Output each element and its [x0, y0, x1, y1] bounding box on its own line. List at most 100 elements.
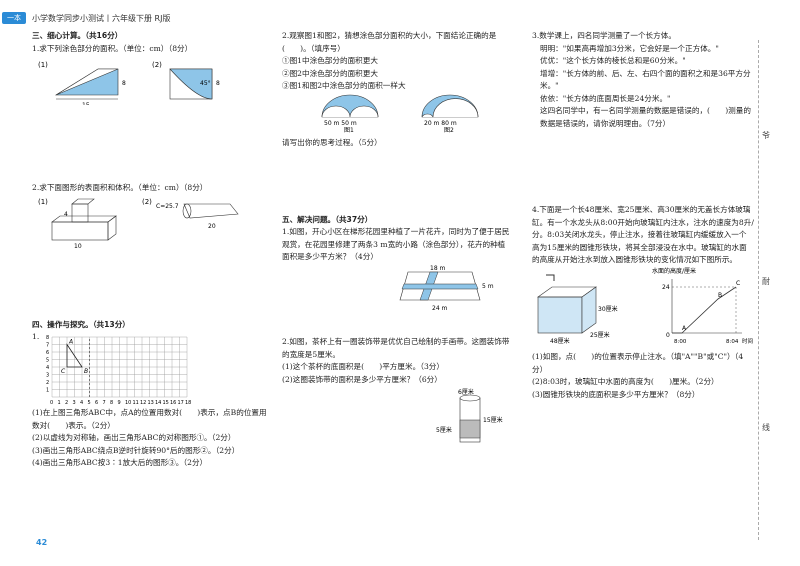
- q4-item-1: (1)如图，点( )的位置表示停止注水。（填"A""B"或"C"）（4分）: [532, 352, 744, 374]
- q2-label-1: (1): [38, 198, 48, 206]
- header-badge: 一本: [2, 12, 26, 24]
- grid-x-tick: 4: [80, 400, 83, 406]
- grid-x-tick: 9: [118, 400, 121, 406]
- point-c-label: C: [61, 368, 66, 375]
- left-column: 三、细心计算。（共16分） 1.求下列涂色部分的面积。（单位：cm）（8分） (…: [32, 30, 272, 470]
- fig1-name: 图1: [344, 127, 354, 133]
- graph-x1: 8:04: [726, 339, 739, 345]
- grid-x-tick: 3: [73, 400, 76, 406]
- binding-line: [758, 40, 760, 540]
- grid-x-tick: 8: [110, 400, 113, 406]
- cup-height: 15厘米: [483, 416, 503, 424]
- cup-band: [459, 419, 481, 439]
- problem-1: 1.如图，开心小区在梯形花园里种植了一片花卉，同时为了便于居民观赏，在花园里修建…: [282, 227, 510, 261]
- grid-y-tick: 3: [46, 373, 49, 379]
- graph-xlabel: 时间: [742, 337, 753, 345]
- q4-figures: 30厘米 48厘米 25厘米 水面的高度/厘米 24 0 8:00 8:04 时…: [537, 267, 753, 345]
- grid-x-tick: 12: [140, 400, 146, 406]
- tank-length: 48厘米: [550, 337, 570, 345]
- grid-item-4: (4)画出三角形ABC按3∶1放大后的图形③。（2分）: [32, 458, 208, 467]
- trapezoid-figure: 18 m 5 m 24 m: [399, 265, 494, 312]
- q2-dim-d: 20: [208, 223, 216, 230]
- grid-item-3: (3)画出三角形ABC绕点B逆时针旋转90°后的图形②。（2分）: [32, 445, 240, 455]
- grid-x-tick: 18: [185, 400, 191, 406]
- q1-dim-d: 8: [216, 80, 220, 87]
- grid-y-tick: 8: [46, 335, 49, 341]
- q3-line-6: 这四名同学中，有一名同学测量的数据是错误的，( )测量的数据是错误的，请你说明理…: [540, 106, 751, 128]
- problem-2: 2.如图，茶杯上有一圈装饰带是优优自己绘制的手画带。这圈装饰带的宽度是5厘米。: [282, 337, 510, 359]
- q2-label-2: (2): [142, 198, 152, 206]
- q3-line-5: 依依："长方体的底面周长是24分米。": [540, 93, 671, 103]
- water-level-line: [672, 286, 737, 333]
- grid-x-tick: 6: [95, 400, 98, 406]
- grid-x-tick: 11: [133, 400, 139, 406]
- header: 一本 小学数学同步小测试丨六年级下册 RJ版: [0, 10, 170, 26]
- q3-line-1: 3.数学课上，四名同学测量了一个长方体。: [532, 31, 676, 40]
- q1-text: 1.求下列涂色部分的面积。（单位：cm）（8分）: [32, 43, 193, 53]
- trap-height: 5 m: [482, 283, 494, 290]
- q1-figures: (1) 15 8 (2) 45° 8: [38, 61, 220, 109]
- trap-top: 18 m: [430, 265, 446, 272]
- grid-y-tick: 7: [46, 343, 49, 349]
- grid-x-tick: 0: [50, 400, 53, 406]
- q1-label-1: (1): [38, 61, 48, 69]
- section5-title: 五、解决问题。（共37分）: [282, 214, 373, 224]
- point-b: B: [718, 292, 722, 299]
- right-column: 3.数学课上，四名同学测量了一个长方体。 明明："如果高再增加3分米，它会好是一…: [532, 30, 754, 401]
- option-3: ③图1和图2中涂色部分的面积一样大: [282, 81, 406, 90]
- q3-line-2: 明明："如果高再增加3分米，它会好是一个正方体。": [540, 43, 719, 53]
- graph-y1: 24: [662, 284, 670, 291]
- q4-item-2: (2)8:03时，玻璃缸中水面的高度为( )厘米。（2分）: [532, 377, 719, 386]
- observe-question: 2.观察图1和图2，猜想涂色部分面积的大小，下面结论正确的是( )。（填序号）: [282, 31, 497, 53]
- section3-title: 三、细心计算。（共16分）: [32, 31, 123, 40]
- tank-width: 25厘米: [590, 331, 610, 339]
- grid-x-tick: 14: [155, 400, 161, 406]
- grid-x-tick: 2: [65, 400, 68, 406]
- grid-x-tick: 10: [125, 400, 131, 406]
- grid-x-tick: 7: [103, 400, 106, 406]
- explain-text: 请写出你的思考过程。（5分）: [282, 138, 382, 147]
- q2-dim-c: C=25.7: [156, 203, 179, 210]
- q2-figures: (1) 4 10 (2) C=25.7 20: [38, 198, 239, 250]
- glass-tank: [537, 296, 583, 333]
- triangle-abc: [66, 343, 83, 368]
- grid-y-tick: 4: [46, 365, 49, 371]
- semicircle-figures: 50 m 50 m 图1 20 m 80 m 图2: [321, 94, 479, 134]
- q1-angle: 45°: [200, 80, 211, 87]
- q1-triangle-1: [55, 68, 119, 96]
- fig1-dims: 50 m 50 m: [324, 120, 357, 127]
- grid-x-tick: 1: [58, 400, 61, 406]
- point-a-label: A: [68, 339, 73, 346]
- side-char-1: 爷: [762, 131, 770, 140]
- q1-label-2: (2): [152, 61, 162, 69]
- q1-dim-a: 8: [122, 80, 126, 87]
- q2-text: 2.求下面图形的表面积和体积。（单位：cm）（8分）: [32, 182, 208, 192]
- q3-line-3: 优优："这个长方体的棱长总和是60分米。": [540, 56, 686, 65]
- grid-y-tick: 5: [46, 358, 49, 364]
- problem-2-item-2: (2)这圈装饰带的面积是多少平方厘米？（6分）: [282, 374, 442, 384]
- q1-shaded-2: [169, 68, 213, 100]
- q4-item-3: (3)圆锥形铁块的底面积是多少平方厘米？（8分）: [532, 389, 700, 399]
- q4-text: 4.下面是一个长48厘米、宽25厘米、高30厘米的无盖长方体玻璃缸。有一个水龙头…: [532, 205, 754, 264]
- fig2-name: 图2: [444, 127, 454, 133]
- band-width: 5厘米: [436, 426, 452, 434]
- graph-x0: 8:00: [674, 339, 687, 345]
- q1-dim-b: 15: [82, 102, 90, 105]
- grid-y-tick: 1: [46, 388, 49, 394]
- tank-height: 30厘米: [598, 305, 618, 313]
- grid-item-2: (2)以虚线为对称轴，画出三角形ABC的对称图形①。（2分）: [32, 433, 236, 442]
- grid-x-tick: 13: [148, 400, 154, 406]
- q2-dim-a: 4: [64, 211, 68, 218]
- point-b-label: B: [84, 368, 88, 375]
- trap-bottom: 24 m: [432, 305, 448, 312]
- problem-2-item-1: (1)这个茶杯的底面积是( )平方厘米。（3分）: [282, 362, 444, 371]
- grid-x-tick: 15: [163, 400, 169, 406]
- option-1: ①图1中涂色部分的面积更大: [282, 56, 378, 65]
- page-number: 42: [36, 538, 48, 547]
- grid-x-tick: 17: [178, 400, 184, 406]
- option-2: ②图2中涂色部分的面积更大: [282, 68, 378, 78]
- faucet-icon: [546, 274, 555, 281]
- middle-column: 2.观察图1和图2，猜想涂色部分面积的大小，下面结论正确的是( )。（填序号） …: [282, 30, 510, 451]
